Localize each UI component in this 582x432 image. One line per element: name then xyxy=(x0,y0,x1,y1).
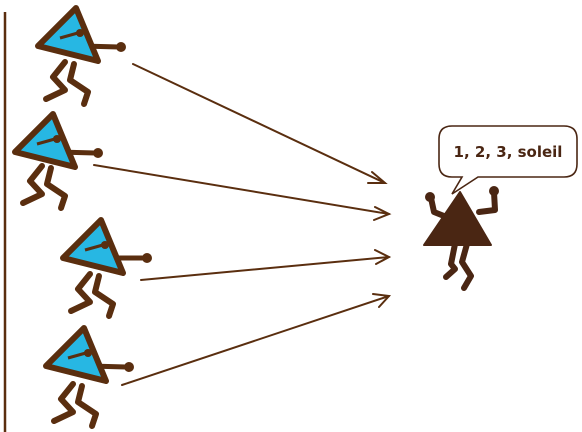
arrow-3-head xyxy=(374,249,392,265)
leader-leg-right xyxy=(459,241,474,291)
arrow-1 xyxy=(132,63,386,184)
arrow-3 xyxy=(140,256,390,281)
arrow-4-head xyxy=(372,293,392,308)
leader-leg-left xyxy=(443,241,458,280)
arrow-2-head xyxy=(373,206,392,221)
leader-hand-right xyxy=(489,186,499,196)
speech-bubble: 1, 2, 3, soleil xyxy=(438,125,578,195)
arrow-1-head xyxy=(367,171,388,184)
speech-text: 1, 2, 3, soleil xyxy=(454,143,563,161)
runner-4 xyxy=(43,325,134,429)
leader-hand-left xyxy=(425,192,435,202)
leader-arm-left xyxy=(428,195,447,219)
leader-figure xyxy=(423,186,499,291)
leader-body xyxy=(423,191,492,246)
leader-arm-right xyxy=(476,189,498,215)
runner-2 xyxy=(12,111,103,211)
arrow-4 xyxy=(121,295,390,386)
arrow-2 xyxy=(93,164,390,215)
runner-3 xyxy=(60,217,152,319)
runner-1 xyxy=(35,5,126,107)
arrows xyxy=(93,63,392,386)
